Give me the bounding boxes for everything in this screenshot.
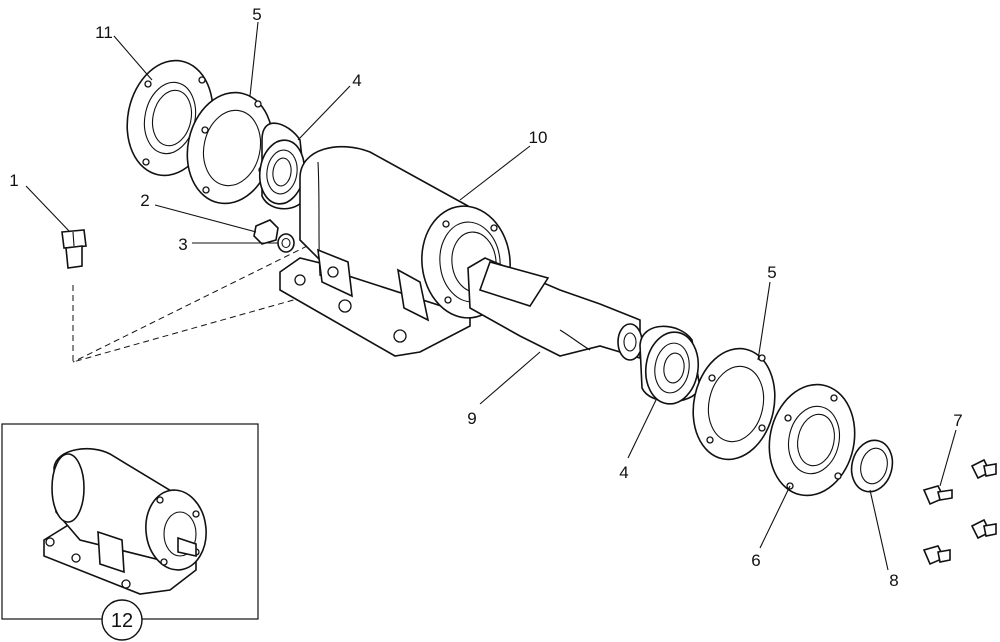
part-2-plug (253, 219, 279, 245)
part-8-seal (850, 439, 894, 493)
part-10-housing (279, 145, 511, 357)
part-4-bearing-bottom (639, 325, 701, 405)
label-12: 12 (111, 610, 133, 632)
part-1-bolt (61, 229, 87, 269)
bolt-b (970, 458, 997, 480)
part-6-end-flange (768, 383, 856, 497)
label-6: 6 (751, 551, 760, 570)
label-5-top: 5 (252, 5, 261, 24)
label-5-right: 5 (767, 263, 776, 282)
label-11: 11 (95, 23, 113, 42)
bolt-c (970, 518, 997, 540)
callout-labels: 1 2 3 4 5 11 10 9 4 5 6 8 7 (9, 5, 962, 590)
part-7-bolts (922, 458, 997, 566)
label-8: 8 (889, 571, 898, 590)
bolt-a (922, 485, 953, 506)
part-5-gasket-right (692, 347, 776, 461)
bolt-d (922, 545, 951, 566)
label-4-top: 4 (352, 71, 361, 90)
label-9: 9 (467, 409, 476, 428)
part-5-gasket-top (186, 91, 274, 205)
part-4-bearing-top (258, 122, 307, 210)
inset-assembled-view (1, 423, 259, 620)
label-1: 1 (9, 171, 18, 190)
label-3: 3 (178, 235, 187, 254)
part-9-shaft (467, 257, 643, 361)
label-7: 7 (953, 411, 962, 430)
label-2: 2 (140, 191, 149, 210)
leader-lines (25, 21, 957, 571)
label-12-badge: 12 (101, 599, 143, 641)
label-4-bottom: 4 (619, 463, 628, 482)
label-10: 10 (529, 128, 548, 147)
part-3-washer (277, 233, 295, 253)
